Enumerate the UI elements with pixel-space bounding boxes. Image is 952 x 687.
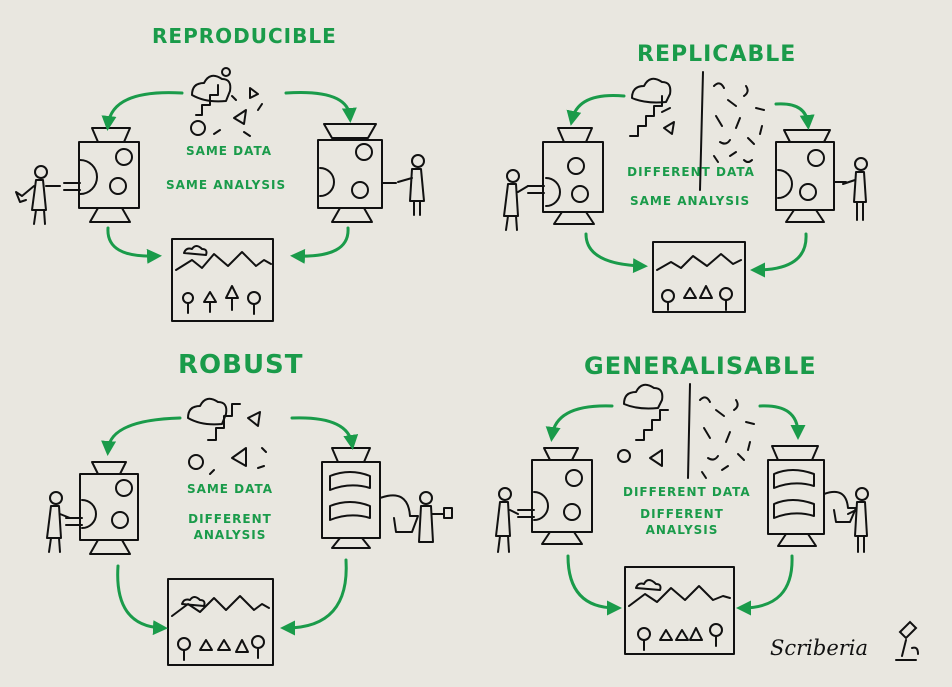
data-label-replicable: DIFFERENT DATA	[627, 165, 755, 179]
scientist-left	[495, 487, 519, 553]
data-icons	[629, 71, 765, 191]
panel-robust	[46, 397, 453, 666]
workflow-arrows	[101, 416, 359, 636]
result-image	[624, 566, 735, 655]
data-label-generalisable: DIFFERENT DATA	[623, 485, 751, 499]
scientist-left	[503, 169, 529, 231]
data-label-reproducible: SAME DATA	[185, 144, 273, 158]
analysis-label-generalisable: DIFFERENT ANALYSIS	[640, 507, 724, 537]
data-icons	[190, 67, 263, 137]
analysis-machine-right	[321, 447, 419, 549]
result-image	[167, 578, 274, 666]
analysis-label-replicable: SAME ANALYSIS	[630, 194, 751, 208]
analysis-machine-right	[775, 129, 847, 223]
scientist-right	[418, 491, 453, 543]
analysis-machine-right	[317, 123, 397, 223]
analysis-machine-left	[527, 127, 604, 225]
data-icons	[617, 383, 755, 479]
microscope-logo-icon	[895, 620, 919, 661]
data-label-robust: SAME DATA	[186, 482, 274, 496]
result-image	[171, 238, 274, 322]
analysis-machine-left	[65, 461, 139, 555]
workflow-arrows	[566, 94, 815, 278]
workflow-arrows	[101, 91, 357, 264]
panel-title-replicable: REPLICABLE	[637, 42, 797, 67]
scientist-right	[397, 154, 425, 216]
panel-reproducible	[15, 67, 425, 322]
panel-generalisable	[495, 383, 869, 655]
scientist-right	[847, 487, 869, 553]
panel-title-robust: ROBUST	[178, 350, 304, 380]
analysis-label-reproducible: SAME ANALYSIS	[166, 178, 287, 192]
scientist-right	[842, 157, 868, 221]
scientist-left	[46, 491, 71, 553]
analysis-machine-left	[517, 447, 593, 545]
data-icons	[187, 397, 267, 475]
brand-logo: Scriberia	[770, 636, 869, 660]
scientist-left	[15, 165, 61, 225]
analysis-label-robust: DIFFERENT ANALYSIS	[188, 512, 272, 542]
panel-title-reproducible: REPRODUCIBLE	[152, 24, 337, 48]
panel-replicable	[503, 71, 868, 313]
result-image	[652, 241, 746, 313]
panel-title-generalisable: GENERALISABLE	[584, 352, 817, 380]
analysis-machine-right	[767, 445, 857, 547]
analysis-machine-left	[63, 127, 140, 223]
workflow-arrows	[545, 404, 806, 616]
